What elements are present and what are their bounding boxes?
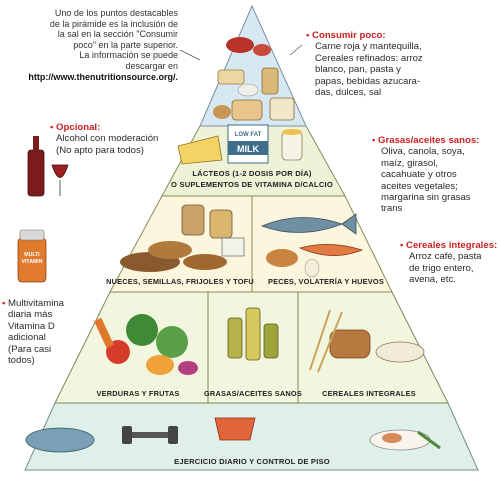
cereales-note-line: Arroz café, pasta [409,251,482,263]
multivitamin-label-multi: MULTI [24,252,40,258]
intro-note-url[interactable]: http://www.thenutritionsource.org/. [28,71,178,82]
multivitamin-bottle-illustration: MULTI VITAMIN [17,229,47,283]
grasas-label: GRASAS/ACEITES SANOS [204,389,302,398]
intro-note-line: la sal en la sección "Consumir [57,29,178,40]
cereales-note-line: avena, etc. [409,274,456,286]
bullet-icon: • [2,298,6,309]
intro-note-line: La información se puede [79,50,178,61]
top-tier-foods-illustration [213,37,295,121]
cereales-foods-illustration [309,309,425,373]
intro-note-line: de la pirámide es la inclusión de [49,18,178,29]
peces-label: PECES, VOLATERÍA Y HUEVOS [268,277,384,286]
multivitamina-line: Multivitamina [8,298,65,309]
intro-note-line: Uno de los puntos destacables [54,8,178,18]
cereales-label: CEREALES INTEGRALES [322,389,416,398]
grasas-note-line: maíz, girasol, [381,157,439,169]
verduras-foods-illustration [94,314,198,375]
lacteos-label-line2: O SUPLEMENTOS DE VITAMINA D/CALCIO [171,180,333,189]
bullet-icon: • [50,122,54,133]
cereales-note-title: Cereales integrales: [406,240,498,251]
grasas-note-line: Oliva, canola, soya, [381,146,465,158]
ejercicio-illustration [25,417,441,453]
bullet-icon: • [372,135,376,146]
nueces-foods-illustration [120,204,245,272]
multivitamina-line: diaria más [8,309,53,321]
peces-foods-illustration [260,213,364,278]
grasas-note-line: trans [381,203,403,215]
low-fat-label: LOW FAT [235,132,262,138]
consumir-poco-title: Consumir poco: [312,30,386,41]
bullet-icon: • [306,30,310,41]
intro-note-line: descargar en [125,60,178,71]
cereales-note-line: de trigo entero, [409,262,474,274]
multivitamina-note: • Multivitamina diaria más Vitamina D ad… [2,298,82,366]
multivitamina-line: Vitamina D [8,320,55,332]
grasas-note-line: margarina sin grasas [381,192,471,204]
consumir-poco-line: das, dulces, sal [315,87,382,99]
consumir-poco-line: Cereales refinados: arroz [315,52,423,64]
wine-illustration [27,136,69,197]
consumir-poco-line: blanco, pan, pasta y [315,64,401,76]
intro-note-line: poco" en la parte superior. [73,39,178,50]
multivitamina-line: (Para casi [8,343,52,355]
grasas-note-line: cacahuate y otros [381,169,457,181]
verduras-label: VERDURAS Y FRUTAS [96,389,179,398]
bullet-icon: • [400,240,404,251]
grasas-foods-illustration [227,307,279,361]
consumir-poco-line: papas, bebidas azucara- [315,75,421,87]
opcional-title: Opcional: [56,122,101,133]
milk-carton-label: MILK [237,144,259,154]
nueces-label: NUECES, SEMILLAS, FRIJOLES Y TOFU [106,277,254,286]
consumir-poco-line: Carne roja y mantequilla, [315,41,422,53]
ejercicio-label: EJERCICIO DIARIO Y CONTROL DE PISO [174,457,330,466]
intro-note: Uno de los puntos destacables de la pirá… [22,8,178,82]
opcional-note: • Opcional: Alcohol con moderación (No a… [50,122,190,156]
opcional-line: Alcohol con moderación [56,133,159,145]
multivitamin-label-vitamin: VITAMIN [22,259,43,265]
grasas-note: • Grasas/aceites sanos: Oliva, canola, s… [372,135,497,215]
grasas-note-title: Grasas/aceites sanos: [378,135,480,146]
lacteos-label-line1: LÁCTEOS (1-2 DOSIS POR DÍA) [192,169,312,178]
lacteos-foods-illustration: MILK LOW FAT [177,124,303,165]
multivitamina-line: todos) [8,355,35,367]
opcional-line: (No apto para todos) [56,144,144,156]
consumir-poco-note: • Consumir poco: Carne roja y mantequill… [306,30,496,98]
cereales-note: • Cereales integrales: Arroz café, pasta… [400,240,498,286]
multivitamina-line: adicional [8,332,46,344]
grasas-note-line: aceites vegetales; [381,180,458,192]
